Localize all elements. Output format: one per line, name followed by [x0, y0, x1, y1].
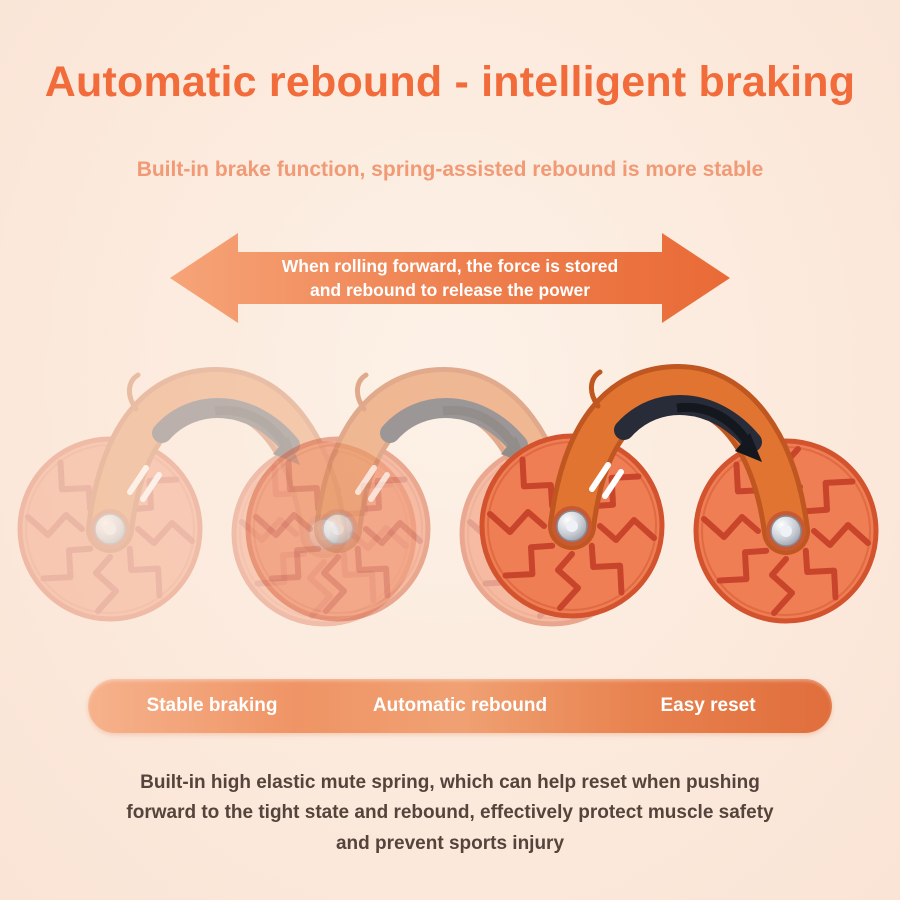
double-headed-arrow-icon	[170, 233, 730, 323]
ab-roller-illustration	[0, 322, 900, 652]
arrow-banner-text-line1: When rolling forward, the force is store…	[281, 255, 619, 276]
arrow-banner-text: When rolling forward, the force is store…	[230, 228, 670, 328]
feature-pill-bar: Stable braking Automatic rebound Easy re…	[88, 679, 832, 733]
page-subtitle: Built-in brake function, spring-assisted…	[136, 158, 764, 181]
page-title: Automatic rebound - intelligent braking	[44, 58, 856, 106]
feature-label-easy-reset: Easy reset	[660, 695, 756, 716]
footer-text-line1: Built-in high elastic mute spring, which…	[140, 772, 760, 793]
rebound-arrow-banner: When rolling forward, the force is store…	[170, 228, 730, 328]
feature-label-stable-braking: Stable braking	[146, 695, 278, 716]
footer-text-line2: forward to the tight state and rebound, …	[126, 802, 774, 824]
roller-solid	[482, 372, 876, 621]
footer-description: Built-in high elastic mute spring, which…	[0, 768, 900, 859]
feature-label-automatic-rebound: Automatic rebound	[372, 695, 548, 716]
footer-text-line3: and prevent sports injury	[335, 832, 565, 854]
arrow-banner-text-line2: and rebound to release the power	[309, 279, 591, 300]
